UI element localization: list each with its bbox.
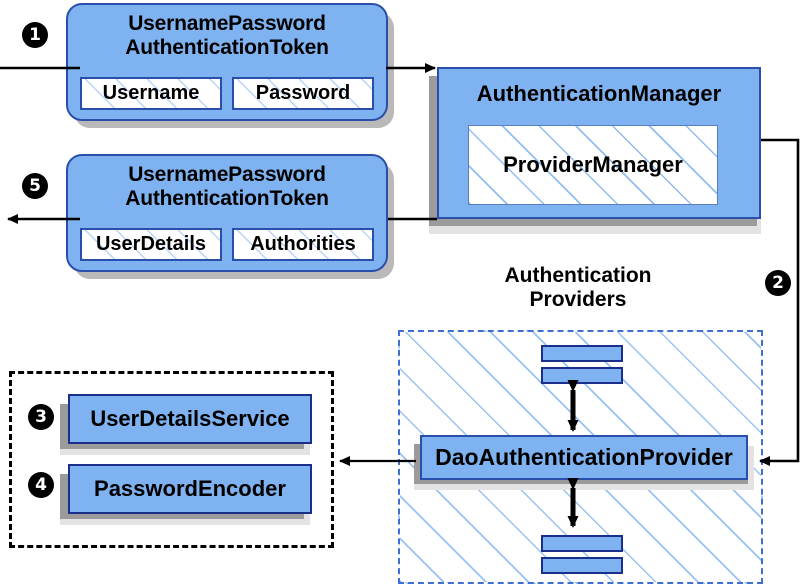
request-token-field-username[interactable]: Username <box>80 77 222 110</box>
authentication-providers-label-line1: Authentication <box>504 264 652 287</box>
response-token-fields: UserDetails Authorities <box>80 228 374 261</box>
anonymous-provider-bar-top-1[interactable] <box>541 345 623 362</box>
password-encoder-box[interactable]: PasswordEncoder <box>68 464 312 514</box>
user-details-service-box[interactable]: UserDetailsService <box>68 394 312 444</box>
dao-authentication-provider-box[interactable]: DaoAuthenticationProvider <box>420 435 748 480</box>
request-token-title-line1: UsernamePassword <box>128 12 326 35</box>
request-token-box[interactable]: UsernamePassword AuthenticationToken Use… <box>66 3 388 121</box>
request-token-fields: Username Password <box>80 77 374 110</box>
badge-step-2: 2 <box>765 270 791 296</box>
response-token-field-authorities[interactable]: Authorities <box>232 228 374 261</box>
provider-manager-panel[interactable]: ProviderManager <box>468 125 718 205</box>
response-token-field-userdetails[interactable]: UserDetails <box>80 228 222 261</box>
request-token-title-line2: AuthenticationToken <box>125 35 329 59</box>
badge-step-4: 4 <box>28 472 54 498</box>
authentication-manager-title: AuthenticationManager <box>476 81 722 106</box>
request-token-field-password[interactable]: Password <box>232 77 374 110</box>
badge-step-3: 3 <box>28 404 54 430</box>
response-token-box[interactable]: UsernamePassword AuthenticationToken Use… <box>66 154 388 272</box>
anonymous-provider-bar-bottom-2[interactable] <box>541 557 623 574</box>
wire-manager-to-provider <box>759 138 800 466</box>
anonymous-provider-bar-top-2[interactable] <box>541 367 623 384</box>
response-token-title: UsernamePassword AuthenticationToken <box>68 156 386 210</box>
badge-step-1: 1 <box>22 22 48 48</box>
response-token-title-line1: UsernamePassword <box>128 163 326 186</box>
request-token-title: UsernamePassword AuthenticationToken <box>68 5 386 59</box>
anonymous-provider-bar-bottom-1[interactable] <box>541 535 623 552</box>
authentication-providers-label-line2: Providers <box>529 287 627 311</box>
badge-step-5: 5 <box>22 173 48 199</box>
authentication-providers-label: Authentication Providers <box>438 264 718 311</box>
response-token-title-line2: AuthenticationToken <box>125 186 329 210</box>
